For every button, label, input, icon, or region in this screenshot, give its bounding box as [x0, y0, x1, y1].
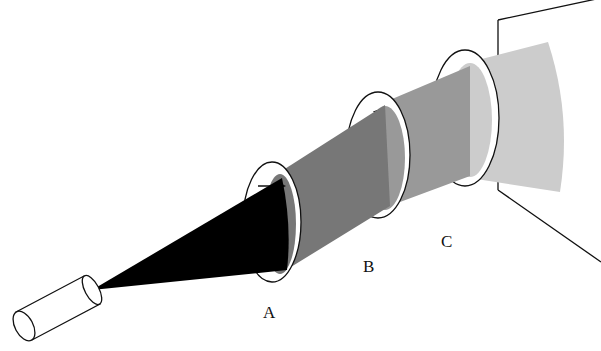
unpolarized-beam — [92, 178, 289, 290]
light-source — [9, 273, 106, 345]
polarizer-label: B — [363, 258, 374, 275]
polarizer-label: C — [441, 233, 452, 250]
polarizer-label: A — [263, 304, 275, 321]
